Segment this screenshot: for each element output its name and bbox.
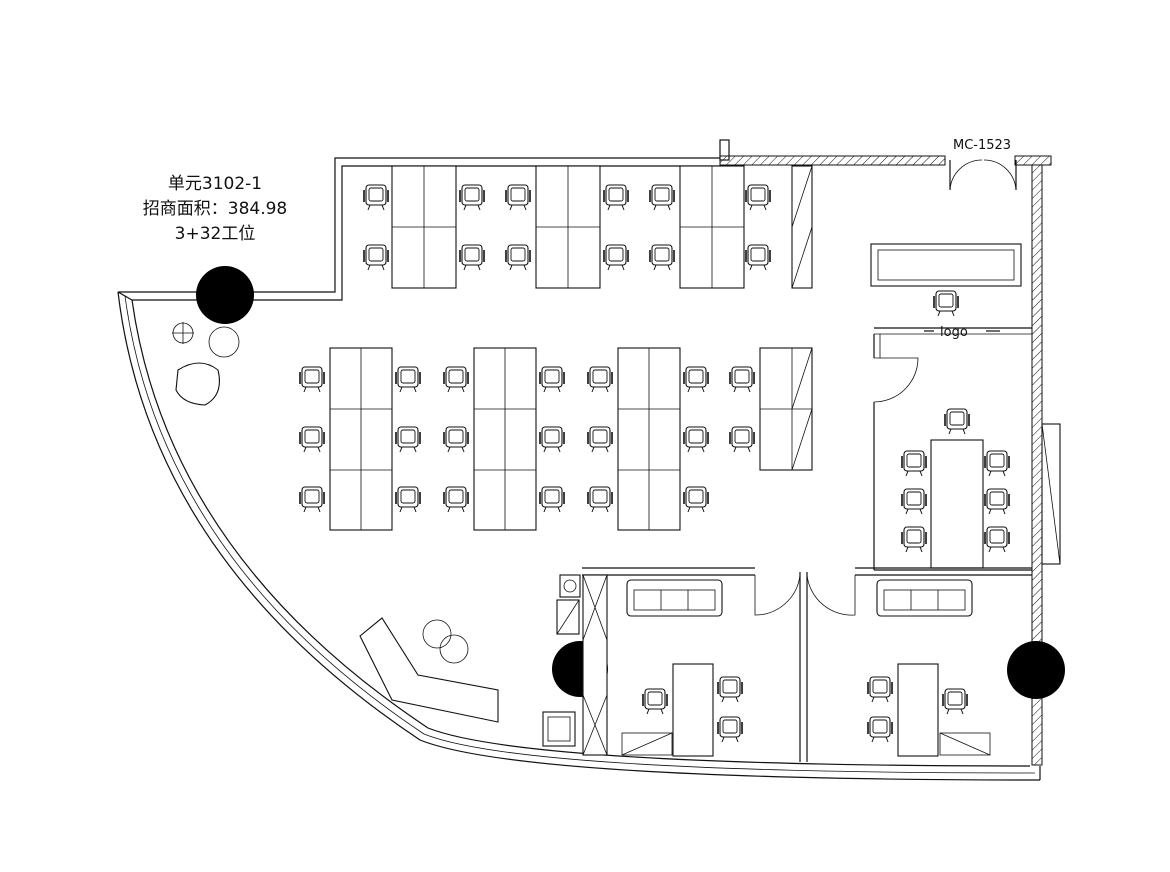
lounge-furniture [172,322,499,723]
entrance-door: MC-1523 [949,138,1017,191]
pantry-fixtures [542,574,581,747]
unit-name: 单元3102-1 [167,174,263,194]
logo-label: logo [940,325,968,340]
reception-area: logo [870,243,1032,340]
unit-workstations: 3+32工位 [174,224,256,244]
meeting-room [873,334,1061,571]
unit-area: 招商面积：384.98 [142,199,288,219]
top-desk-row [363,165,813,289]
lower-offices [582,567,1032,762]
central-desk-area [299,347,813,531]
unit-info-block: 单元3102-1 招商面积：384.98 3+32工位 [110,172,320,247]
door-label: MC-1523 [953,138,1011,153]
